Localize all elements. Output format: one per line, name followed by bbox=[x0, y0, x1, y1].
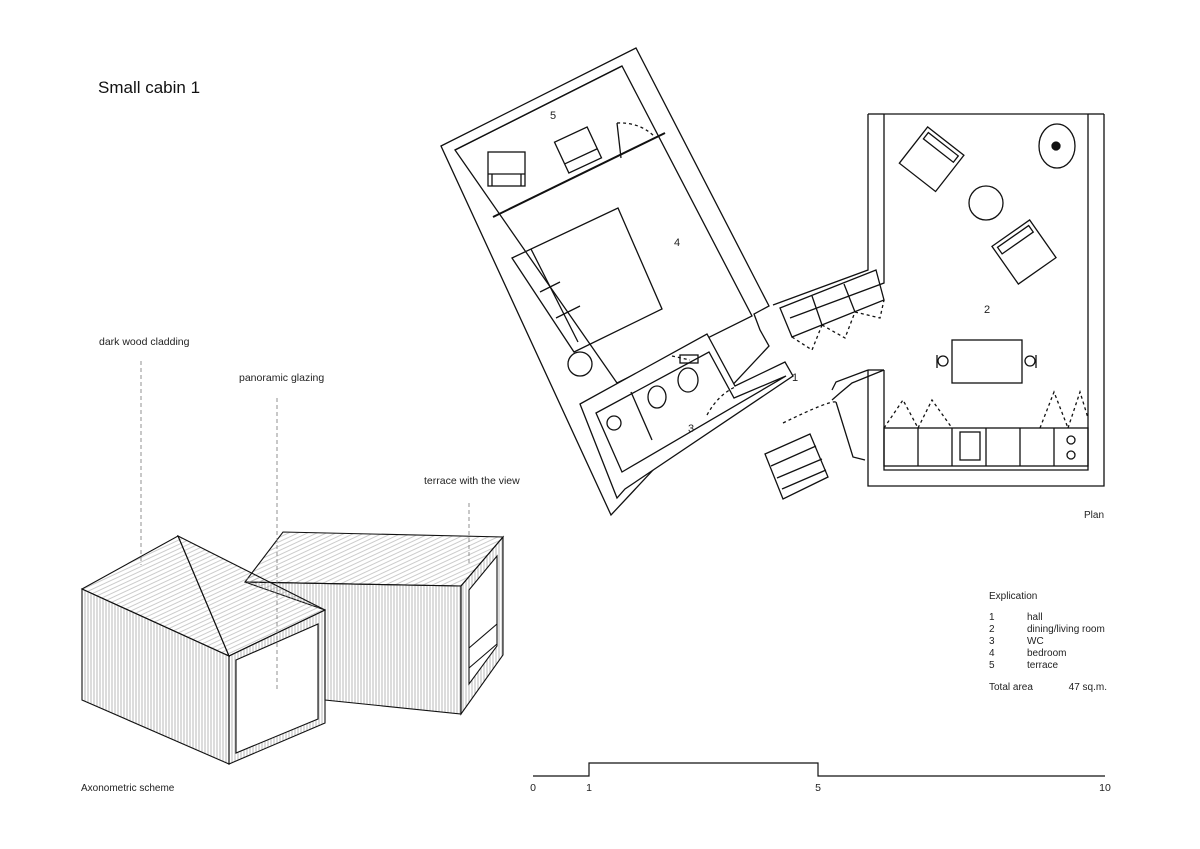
plan-caption: Plan bbox=[1084, 510, 1105, 521]
scale-tick-0: 0 bbox=[530, 782, 536, 794]
scale-bar bbox=[533, 762, 1105, 777]
legend-num: 1 bbox=[989, 612, 995, 623]
scale-tick-1: 1 bbox=[586, 782, 592, 794]
toilet bbox=[677, 367, 699, 393]
label-dark-wood-cladding: dark wood cladding bbox=[99, 336, 190, 348]
living-room-wall-outer bbox=[772, 114, 869, 306]
room-number-3: 3 bbox=[688, 423, 694, 435]
total-area: Total area 47 sq.m. bbox=[989, 682, 1139, 693]
dining-table bbox=[951, 339, 1023, 384]
legend-num: 2 bbox=[989, 624, 995, 635]
terrace-chair-2 bbox=[553, 126, 603, 174]
legend-name: bedroom bbox=[1027, 648, 1067, 659]
legend-row: 1 hall bbox=[989, 612, 1139, 624]
room-number-4: 4 bbox=[674, 237, 680, 249]
scale-tick-10: 10 bbox=[1099, 782, 1111, 794]
legend-name: dining/living room bbox=[1027, 624, 1105, 635]
armchair-2 bbox=[991, 219, 1057, 285]
explication-legend: Explication 1 hall 2 dining/living room 3 W… bbox=[989, 591, 1139, 693]
living-room-wall-right-outer bbox=[867, 114, 1105, 487]
legend-num: 3 bbox=[989, 636, 995, 647]
living-room-wall-right bbox=[883, 114, 1089, 471]
total-area-value: 47 sq.m. bbox=[1068, 682, 1107, 693]
washbasin bbox=[606, 415, 622, 431]
armchair bbox=[898, 126, 965, 193]
label-terrace: terrace with the view bbox=[424, 475, 520, 487]
bed bbox=[511, 207, 663, 353]
legend-row: 3 WC bbox=[989, 636, 1139, 648]
legend-heading: Explication bbox=[989, 591, 1038, 602]
side-table bbox=[968, 185, 1004, 221]
legend-num: 4 bbox=[989, 648, 995, 659]
label-panoramic-glazing: panoramic glazing bbox=[239, 372, 325, 384]
axo-right-roof bbox=[243, 531, 505, 587]
total-area-label: Total area bbox=[989, 682, 1033, 693]
terrace-glazing bbox=[454, 65, 623, 151]
legend-row: 5 terrace bbox=[989, 660, 1139, 672]
page-title: Small cabin 1 bbox=[98, 78, 201, 97]
legend-name: WC bbox=[1027, 636, 1044, 647]
living-room-wall-inner bbox=[789, 114, 885, 319]
bedroom-wall-outer bbox=[440, 47, 770, 517]
terrace-chair bbox=[487, 151, 526, 187]
legend-name: terrace bbox=[1027, 660, 1059, 671]
legend-num: 5 bbox=[989, 660, 995, 671]
room-number-5: 5 bbox=[550, 110, 556, 122]
entry-stairs bbox=[764, 433, 829, 500]
coffee-table bbox=[1038, 123, 1076, 169]
wardrobe bbox=[779, 269, 885, 338]
scale-tick-5: 5 bbox=[815, 782, 821, 794]
legend-name: hall bbox=[1027, 612, 1043, 623]
room-number-1: 1 bbox=[792, 372, 798, 384]
legend-row: 2 dining/living room bbox=[989, 624, 1139, 636]
legend-row: 4 bedroom bbox=[989, 648, 1139, 660]
shower-basin bbox=[647, 385, 667, 409]
room-number-2: 2 bbox=[984, 304, 990, 316]
axonometric-caption: Axonometric scheme bbox=[81, 783, 175, 794]
